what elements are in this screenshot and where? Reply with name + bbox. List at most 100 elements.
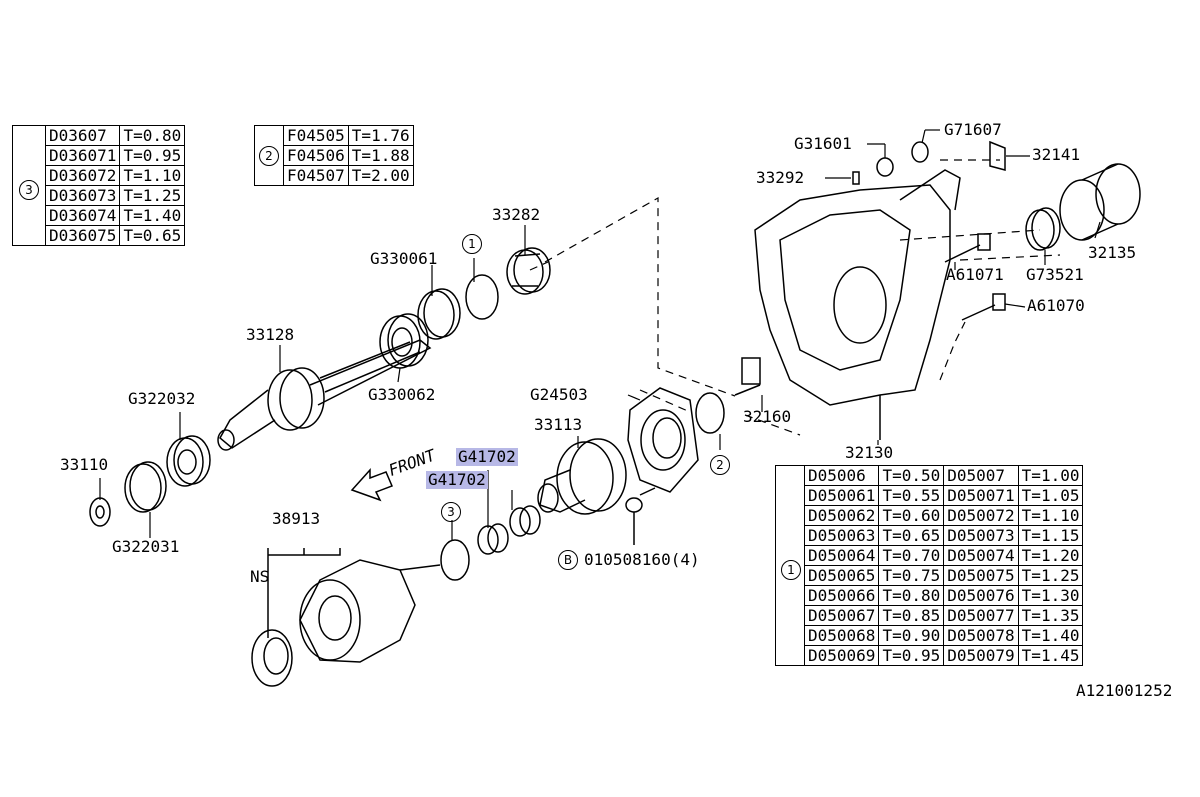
ref-circle-b: B [558,550,578,570]
ref-circle-3-shim: 3 [441,502,461,522]
part-number: D050062 [803,505,880,526]
thickness: T=0.75 [878,565,945,586]
part-number: F04505 [283,125,349,146]
label-32160: 32160 [743,407,792,426]
label-g31601: G31601 [794,134,852,153]
shaft-33128 [217,339,432,451]
thickness: T=1.88 [347,145,414,166]
thickness: T=1.30 [1017,585,1084,606]
bolt-a61071 [944,233,991,263]
thickness: T=0.95 [878,645,945,666]
thickness: T=0.65 [119,225,186,246]
part-number: D036073 [44,185,121,206]
front-arrow-icon [350,468,393,502]
thickness: T=0.65 [878,525,945,546]
part-number: D036074 [44,205,121,226]
shim-3-mid [440,539,470,581]
thickness: T=1.76 [347,125,414,146]
label-ns: NS [250,567,270,586]
shim-2-mid [695,392,725,434]
seal-g73521 [1025,207,1061,251]
part-number: D05006 [803,465,880,486]
part-number: F04507 [283,165,349,186]
part-number: D036075 [44,225,121,246]
thickness: T=1.00 [1017,465,1084,486]
label-g41702-a: G41702 [456,447,518,466]
part-g31601 [876,157,894,177]
dashed-guide-lines [529,159,1061,436]
pin-33292 [852,171,860,185]
part-number: D050069 [803,645,880,666]
thickness: T=1.45 [1017,645,1084,666]
part-number: D050067 [803,605,880,626]
nut-33110 [89,497,111,527]
needle-bearing-b [477,523,509,555]
ns-bracket [267,548,341,638]
boot-38913 [299,559,441,663]
label-g322031: G322031 [112,537,180,556]
part-number: F04506 [283,145,349,166]
thickness: T=1.35 [1017,605,1084,626]
part-number: D050064 [803,545,880,566]
table-row: D05006 T=0.50 D05007 T=1.00 [775,465,1084,666]
part-number: D050079 [943,645,1019,666]
thickness: T=0.80 [878,585,945,606]
label-33113: 33113 [534,415,583,434]
label-g71607: G71607 [944,120,1002,139]
bearing-g322032 [166,435,211,487]
part-number: D050072 [943,505,1019,526]
part-number: D050074 [943,545,1019,566]
bolt-b [625,487,656,545]
label-38913: 38913 [272,509,321,528]
diagram-code: A121001252 [1076,681,1173,700]
thickness: T=1.05 [1017,485,1084,506]
part-number: D050078 [943,625,1019,646]
label-a61071: A61071 [946,265,1004,284]
part-number: D050071 [943,485,1019,506]
label-32135: 32135 [1088,243,1137,262]
part-number: D050063 [803,525,880,546]
thickness: T=1.40 [1017,625,1084,646]
needle-bearing-a [509,505,541,537]
thickness: T=1.10 [119,165,186,186]
label-g330062: G330062 [368,385,436,404]
label-a61070: A61070 [1027,296,1085,315]
label-33110: 33110 [60,455,109,474]
part-number: D05007 [943,465,1019,486]
label-33292: 33292 [756,168,805,187]
thickness: T=0.80 [119,125,186,146]
ring-g330061 [417,288,461,340]
label-g24503: G24503 [530,385,588,404]
thickness: T=1.25 [1017,565,1084,586]
label-32141: 32141 [1032,145,1081,164]
label-g41702-b: G41702 [426,470,488,489]
thickness: T=0.70 [878,545,945,566]
part-number: D050068 [803,625,880,646]
part-number: D050075 [943,565,1019,586]
thickness: T=1.25 [119,185,186,206]
part-number: D03607 [44,125,121,146]
thickness: T=1.20 [1017,545,1084,566]
part-number: D050061 [803,485,880,506]
thickness: T=1.40 [119,205,186,226]
thickness: T=2.00 [347,165,414,186]
switch-32160 [734,357,761,396]
housing-g24503 [627,387,699,493]
thickness: T=0.90 [878,625,945,646]
ref-circle-2-shim: 2 [710,455,730,475]
thickness: T=0.60 [878,505,945,526]
label-32130: 32130 [845,443,894,462]
